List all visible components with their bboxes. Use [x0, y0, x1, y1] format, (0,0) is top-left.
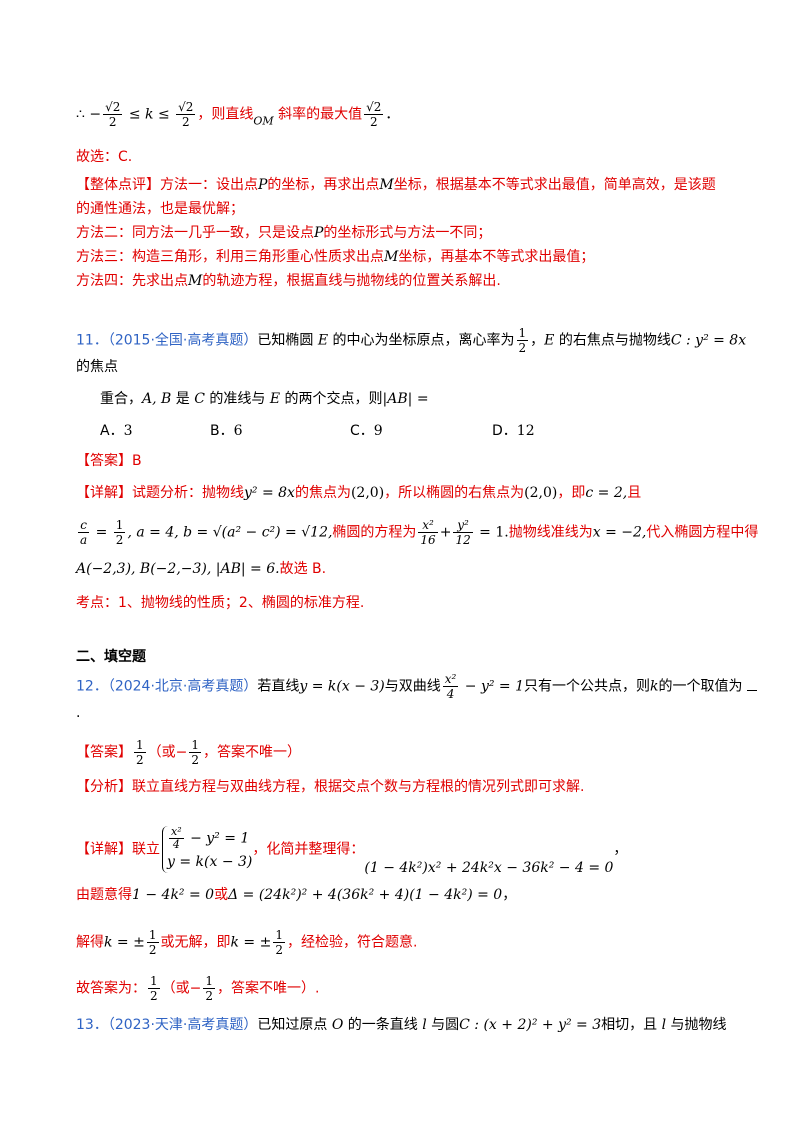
line-method-three: 方法三：构造三角形，利用三角形重心性质求出点M坐标，再基本不等式求出最值； [76, 249, 595, 265]
option-a: A．3 [100, 423, 133, 439]
analysis-12: 【分析】联立直线方程与双曲线方程，根据交点个数与方程根的情况列式即可求解. [76, 779, 585, 795]
question-11-cont: 的焦点 [76, 359, 118, 375]
line-method-four: 方法四：先求出点M的轨迹方程，根据直线与抛物线的位置关系解出. [76, 273, 501, 289]
detail-11-line3: A(−2,3), B(−2,−3), |AB| = 6.故选 B. [76, 561, 327, 577]
line-overall-comment: 【整体点评】方法一：设出点P的坐标，再求出点M坐标，根据基本不等式求出最值，简单… [76, 177, 716, 193]
answer-11: 【答案】B [76, 453, 142, 469]
section-title-fill-in: 二、填空题 [76, 649, 146, 665]
option-b: B．6 [210, 423, 243, 439]
option-c: C．9 [350, 423, 383, 439]
line-method-two: 方法二：同方法一几乎一致，只是设点P的坐标形式与方法一不同； [76, 225, 492, 241]
detail-11: 【详解】试题分析：抛物线y² = 8x的焦点为(2,0)，所以椭圆的右焦点为(2… [76, 485, 642, 501]
options-11: A．3 B．6 C．9 D．12 [100, 420, 740, 442]
answer-blank [746, 678, 757, 691]
knowledge-points-11: 考点：1、抛物线的性质；2、椭圆的标准方程. [76, 595, 365, 611]
line-choose-c: 故选：C. [76, 149, 133, 165]
option-d: D．12 [492, 423, 535, 439]
detail-12-line2: 由题意得1 − 4k² = 0或Δ = (24k²)² + 4(36k² + 4… [76, 887, 517, 903]
question-12-end: . [76, 705, 81, 721]
line-overall-comment-2: 的通性通法，也是最优解； [76, 201, 244, 217]
question-11-line2: 重合，A, B 是 C 的准线与 E 的两个交点，则|AB| = [100, 391, 429, 407]
question-13: 13．（2023·天津·高考真题）已知过原点 O 的一条直线 l 与圆C : (… [76, 1017, 727, 1033]
